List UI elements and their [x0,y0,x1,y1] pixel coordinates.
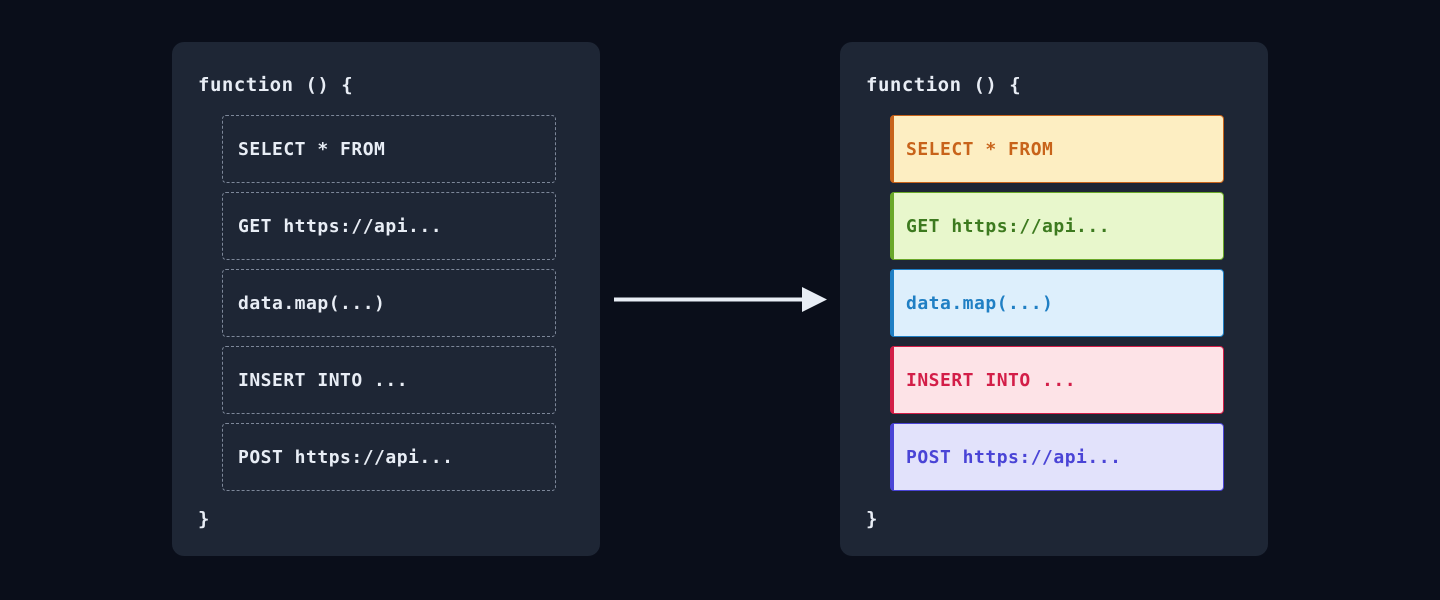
statement-row[interactable]: POST https://api... [890,423,1224,491]
after-statement-list: SELECT * FROM GET https://api... data.map(… [890,115,1224,500]
statement-row[interactable]: GET https://api... [890,192,1224,260]
statement-row[interactable]: data.map(...) [890,269,1224,337]
after-panel: function () { SELECT * FROM GET https://a… [840,42,1268,556]
statement-label: data.map(...) [906,292,1054,314]
statement-label: INSERT INTO ... [906,369,1077,391]
statement-row[interactable]: INSERT INTO ... [222,346,556,414]
arrow-right-icon [610,283,832,317]
statement-label: SELECT * FROM [906,138,1054,160]
statement-label: GET https://api... [906,215,1111,237]
statement-row[interactable]: SELECT * FROM [890,115,1224,183]
statement-label: POST https://api... [906,446,1122,468]
statement-label: GET https://api... [238,215,443,237]
statement-label: data.map(...) [238,292,386,314]
statement-label: POST https://api... [238,446,454,468]
before-panel: function () { SELECT * FROM GET https://a… [172,42,600,556]
statement-label: SELECT * FROM [238,138,386,160]
after-function-open: function () { [866,74,1022,96]
statement-row[interactable]: INSERT INTO ... [890,346,1224,414]
after-function-close: } [866,508,878,530]
statement-label: INSERT INTO ... [238,369,409,391]
before-function-close: } [198,508,210,530]
statement-row[interactable]: data.map(...) [222,269,556,337]
statement-row[interactable]: GET https://api... [222,192,556,260]
before-statement-list: SELECT * FROM GET https://api... data.map(… [222,115,556,500]
before-function-open: function () { [198,74,354,96]
statement-row[interactable]: SELECT * FROM [222,115,556,183]
statement-row[interactable]: POST https://api... [222,423,556,491]
